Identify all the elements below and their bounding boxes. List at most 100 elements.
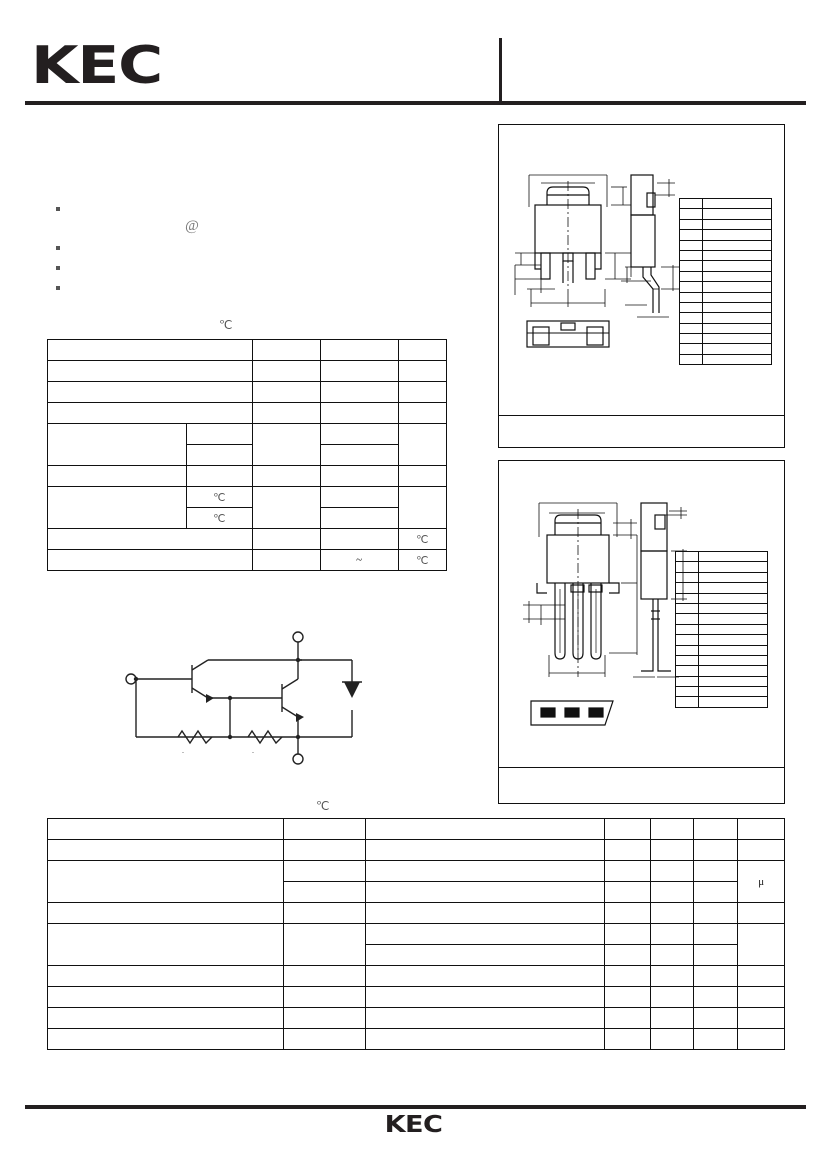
table-row (679, 322, 772, 335)
dim-val (698, 592, 768, 604)
dim-val (702, 281, 772, 293)
table-row (679, 218, 772, 231)
amr-param-5 (47, 465, 187, 487)
table-row (675, 561, 768, 573)
ec-cond-2b (365, 881, 605, 903)
resistor-2-label: . (252, 746, 254, 755)
diode-triangle (344, 682, 360, 698)
dim-val (702, 301, 772, 314)
dim-val (702, 239, 772, 251)
ec-max-2b (692, 881, 739, 903)
footer-logo-text: KEC (384, 1112, 442, 1138)
table-row (675, 654, 768, 667)
amr-rating-8: ~ (319, 549, 399, 571)
ec-min-7 (603, 1007, 652, 1029)
table-row (46, 1028, 785, 1050)
ec-symbol-2a (283, 860, 367, 882)
ec-max-6 (692, 986, 739, 1008)
ec-cond-4b (365, 944, 605, 966)
amr-symbol-8 (251, 549, 321, 571)
dim-sym (679, 343, 703, 355)
table-row (679, 291, 772, 303)
amr-rating-4a (319, 423, 399, 445)
ec-max-5 (692, 965, 739, 987)
dim-sym (675, 675, 699, 688)
ec-min-1 (603, 839, 652, 861)
header-divider (499, 38, 502, 104)
amr-cond-4a (185, 423, 253, 445)
ec-param-2 (46, 860, 285, 903)
table-row (46, 965, 785, 987)
table-row: μ (46, 860, 785, 903)
amr-param-2 (47, 381, 253, 403)
dim-val (698, 665, 768, 677)
table-row (679, 249, 772, 262)
ec-param-1 (46, 839, 285, 861)
ec-cond-7 (365, 1007, 605, 1029)
junction-dot (227, 734, 233, 740)
table-row (675, 582, 768, 594)
dim-val (698, 634, 768, 646)
feature-bullet-1 (56, 207, 60, 211)
table-row (675, 644, 768, 656)
dim-val (698, 571, 768, 584)
dim-val (702, 322, 772, 335)
ec-param-0 (46, 818, 285, 840)
amr-cond-5 (185, 465, 253, 487)
table-row (47, 423, 448, 466)
table-row (46, 902, 785, 924)
ec-cond-8 (365, 1028, 605, 1050)
amr-param-1 (47, 360, 253, 382)
feature-bullet-3 (56, 266, 60, 270)
table-row (675, 550, 768, 563)
dim-val (702, 229, 772, 241)
dim-sym (675, 550, 699, 563)
dim-sym (679, 197, 703, 210)
amr-symbol-4 (251, 423, 321, 466)
table-row (675, 602, 768, 615)
table-row (46, 818, 785, 840)
table-row (47, 360, 448, 382)
ec-cond-1 (365, 839, 605, 861)
ec-cond-4a (365, 923, 605, 945)
amr-unit-0 (397, 339, 448, 361)
dim-sym (679, 260, 703, 272)
dim-val (698, 654, 768, 667)
dim-sym (675, 634, 699, 646)
table-row (679, 301, 772, 314)
resistor-1-label: . (182, 746, 184, 755)
ec-param-3 (46, 902, 285, 924)
dim-sym (679, 239, 703, 251)
dim-val (698, 644, 768, 656)
dim-sym (679, 218, 703, 231)
table-row (46, 839, 785, 861)
ec-unit-1 (737, 839, 785, 861)
ec-cond-6 (365, 986, 605, 1008)
dim-sym (675, 644, 699, 656)
table-row (679, 208, 772, 220)
amr-symbol-1 (251, 360, 321, 382)
ec-unit-8 (737, 1028, 785, 1050)
dim-val (698, 582, 768, 594)
table-row (47, 465, 448, 487)
feature-bullet-4 (56, 286, 60, 290)
dim-val (698, 623, 768, 636)
ec-param-6 (46, 986, 285, 1008)
package-2-caption (499, 767, 784, 803)
ec-typ-0 (650, 818, 694, 840)
amr-unit-3 (397, 402, 448, 424)
ec-symbol-5 (283, 965, 367, 987)
table-row (679, 270, 772, 283)
ec-unit-4 (737, 923, 785, 966)
ec-param-7 (46, 1007, 285, 1029)
dim-val (698, 602, 768, 615)
ec-typ-4a (650, 923, 694, 945)
table-row: ~ ℃ (47, 549, 448, 571)
dim-sym (679, 333, 703, 345)
dim-val (698, 550, 768, 563)
dim-sym (675, 623, 699, 636)
table-row (675, 665, 768, 677)
ec-max-1 (692, 839, 739, 861)
table-row (675, 696, 768, 708)
amr-unit-2 (397, 381, 448, 403)
